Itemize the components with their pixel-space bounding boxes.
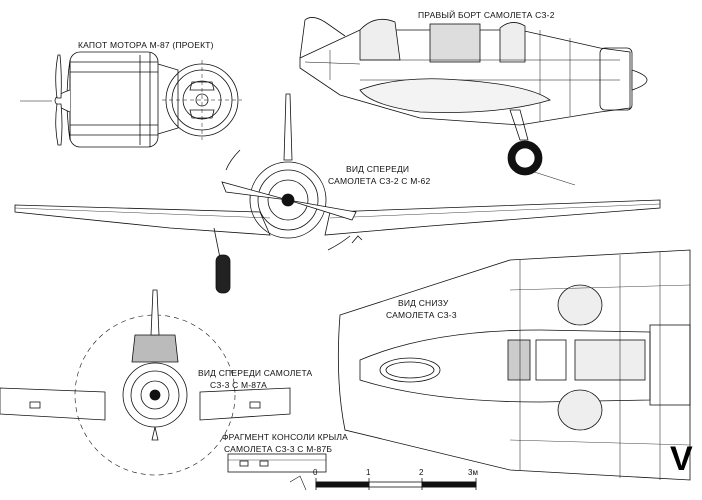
label-right-side: ПРАВЫЙ БОРТ САМОЛЕТА СЗ-2 (418, 10, 555, 20)
label-front-view-1-line2: САМОЛЕТА СЗ-2 С М-62 (328, 176, 431, 186)
label-wing-fragment-line2: САМОЛЕТА СЗ-3 С М-87Б (224, 444, 333, 454)
scale-bar (289, 475, 477, 491)
scale-tick-3: 3м (468, 468, 478, 477)
front-view-sz3 (0, 289, 291, 476)
scale-tick-1: 1 (366, 468, 371, 477)
label-front-view-2-line1: ВИД СПЕРЕДИ САМОЛЕТА (198, 368, 313, 378)
label-engine-cowl: КАПОТ МОТОРА М-87 (ПРОЕКТ) (78, 40, 214, 50)
label-front-view-2-line2: СЗ-3 С М-87А (210, 380, 268, 390)
label-bottom-view-line1: ВИД СНИЗУ (398, 298, 449, 308)
page-letter: V (670, 440, 693, 478)
fuselage-side-view (299, 17, 648, 186)
bottom-view-sz3 (337, 249, 691, 481)
label-bottom-view-line2: САМОЛЕТА СЗ-3 (386, 310, 457, 320)
label-front-view-1-line1: ВИД СПЕРЕДИ (346, 164, 410, 174)
engine-cowl-front-view (162, 60, 242, 140)
wing-fragment-sz3 (227, 453, 327, 473)
front-view-sz2 (14, 93, 661, 294)
scale-tick-2: 2 (419, 468, 424, 477)
scale-tick-0: 0 (313, 468, 318, 477)
engine-cowl-side-view (20, 51, 179, 148)
label-wing-fragment-line1: ФРАГМЕНТ КОНСОЛИ КРЫЛА (222, 432, 348, 442)
